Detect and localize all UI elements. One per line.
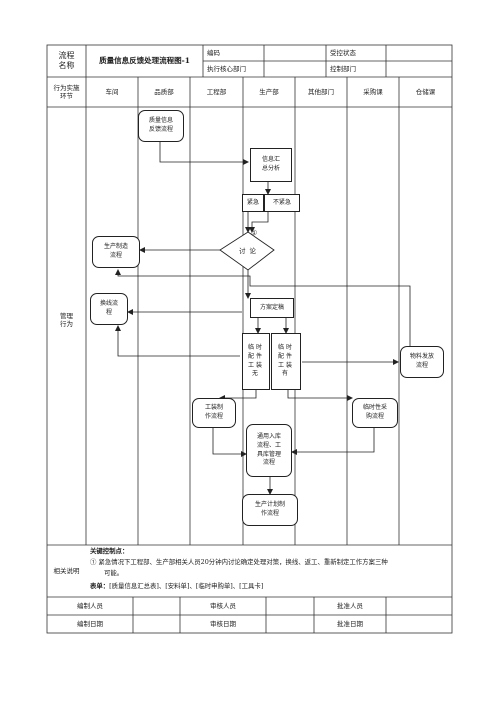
info-summary-node: 信息汇 总分析 xyxy=(250,148,292,182)
row-label-management: 管理 行为 xyxy=(60,311,73,328)
temp-tooling-has-node: 临时 配件 工装 有 xyxy=(271,333,301,390)
exec-dept-label: 执行核心部门 xyxy=(207,64,246,73)
code-label: 编码 xyxy=(207,48,220,57)
page-title: 质量信息反馈处理流程图-1 xyxy=(99,56,190,66)
lane-engineering: 工程部 xyxy=(206,87,227,96)
notes-label: 相关说明 xyxy=(53,566,80,575)
lane-purchasing: 采购课 xyxy=(363,87,383,96)
stage-label: 行为实施 环节 xyxy=(53,83,80,100)
control-point-marker: ① xyxy=(251,229,258,237)
discuss-diamond xyxy=(219,231,275,271)
approved-date-label: 批准日期 xyxy=(337,619,363,628)
production-plan-flow-node: 生产计划制 作流程 xyxy=(242,494,298,526)
plan-finalize-node: 方案定稿 xyxy=(250,298,294,318)
temp-purchase-flow-node: 临时性采 购流程 xyxy=(352,398,398,428)
forms-text: [质量信息汇总表]、[安料单]、[临时申购单]、[工具卡] xyxy=(109,582,264,590)
approved-by-label: 批准人员 xyxy=(337,601,363,610)
lane-quality: 品质部 xyxy=(154,87,174,96)
lane-other-depts: 其他部门 xyxy=(308,87,334,96)
lane-production: 生产部 xyxy=(259,87,279,96)
line-change-flow-node: 换线流 程 xyxy=(90,293,128,325)
material-issue-flow-node: 物料发放 流程 xyxy=(400,346,444,378)
urgent-node: 紧急 xyxy=(242,194,264,212)
quality-feedback-flow-node: 质量信息 反馈流程 xyxy=(138,110,184,142)
key-control-title: 关键控制点： xyxy=(90,547,129,555)
key-control-point-1-cont: 可能。 xyxy=(104,569,124,577)
not-urgent-node: 不紧急 xyxy=(264,194,300,212)
control-dept-label: 控制部门 xyxy=(330,64,356,73)
prepared-by-label: 编制人员 xyxy=(77,601,103,610)
lane-workshop: 车间 xyxy=(105,87,119,96)
prepared-date-label: 编制日期 xyxy=(77,619,103,628)
reviewed-by-label: 审核人员 xyxy=(210,601,236,610)
forms-line: 表单：[质量信息汇总表]、[安料单]、[临时申购单]、[工具卡] xyxy=(90,582,263,592)
inbound-tool-storage-flow-node: 通用入库 流程、工 具库管理 流程 xyxy=(246,424,292,477)
key-control-point-1: ① 紧急情况下工程部、生产部相关人员20分钟内讨论确定处理对策，换线、返工、重新… xyxy=(90,558,388,566)
forms-title: 表单： xyxy=(90,582,110,590)
discuss-label: 讨 论 xyxy=(238,247,258,255)
tool-making-flow-node: 工装制 作流程 xyxy=(192,398,236,428)
lane-warehouse: 仓储课 xyxy=(415,87,436,96)
production-manufacturing-flow-node: 生产制造 流程 xyxy=(92,236,140,268)
control-status-label: 受控状态 xyxy=(330,48,356,57)
reviewed-date-label: 审核日期 xyxy=(210,619,236,628)
flow-name-label: 流程 名称 xyxy=(58,51,75,70)
temp-tooling-none-node: 临时 配件 工装 无 xyxy=(242,333,270,390)
